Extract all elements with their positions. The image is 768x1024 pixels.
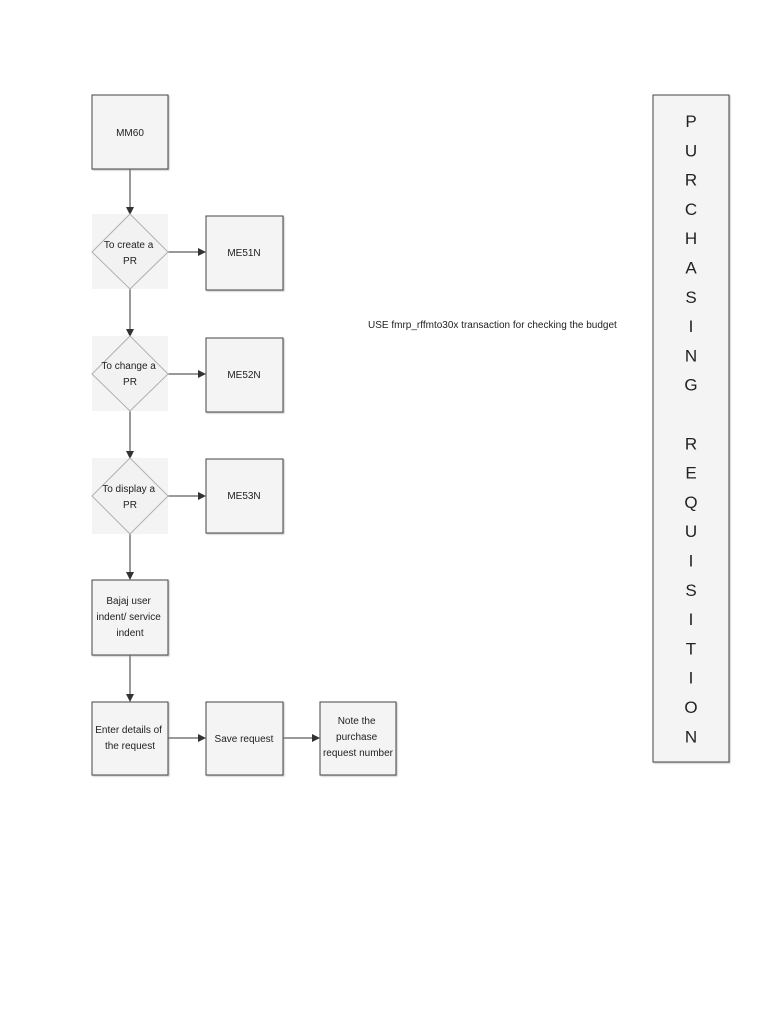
side-letter: S — [685, 581, 696, 600]
side-letter: P — [685, 112, 696, 131]
display-decision: To display a PR — [91, 457, 169, 535]
side-letter: I — [689, 317, 694, 336]
create-decision-label: To create a PR — [104, 240, 156, 267]
side-letter: U — [685, 522, 697, 541]
display-line-1: To display a — [102, 484, 155, 495]
side-letter: I — [689, 669, 694, 688]
me53n-label: ME53N — [227, 491, 260, 502]
bajaj-line-2: indent/ service — [96, 612, 161, 623]
note-number-box: Note the purchase request number — [319, 701, 397, 776]
side-letter: N — [685, 727, 697, 746]
side-letter: T — [686, 639, 696, 658]
change-line-2: PR — [123, 377, 137, 388]
side-letter: S — [685, 288, 696, 307]
side-letter: G — [684, 376, 697, 395]
bajaj-indent-label: Bajaj user indent/ service indent — [96, 596, 163, 639]
change-decision-label: To change a PR — [101, 361, 158, 388]
note-line-1: Note the — [338, 716, 376, 727]
save-request-label: Save request — [215, 734, 274, 745]
change-line-1: To change a — [101, 361, 156, 372]
mm60-box: MM60 — [91, 94, 169, 170]
side-letter: C — [685, 200, 697, 219]
enter-details-box: Enter details of the request — [91, 701, 169, 776]
display-line-2: PR — [123, 500, 137, 511]
me52n-line-1: ME52N — [227, 370, 260, 381]
me52n-box: ME52N — [205, 337, 284, 413]
budget-check-note: USE fmrp_rffmto30x transaction for check… — [368, 320, 617, 331]
enter-line-2: the request — [105, 741, 155, 752]
mm60-label: MM60 — [116, 128, 144, 139]
me53n-line-1: ME53N — [227, 491, 260, 502]
save-request-box: Save request — [205, 701, 284, 776]
connectors — [126, 169, 320, 742]
enter-details-label: Enter details of the request — [95, 725, 165, 752]
me51n-line-1: ME51N — [227, 248, 260, 259]
side-letter: H — [685, 229, 697, 248]
display-decision-label: To display a PR — [102, 484, 158, 511]
create-line-2: PR — [123, 256, 137, 267]
side-letter: O — [684, 698, 697, 717]
change-decision: To change a PR — [91, 335, 169, 412]
me52n-label: ME52N — [227, 370, 260, 381]
side-letter: I — [689, 552, 694, 571]
note-line-2: purchase — [336, 732, 378, 743]
side-letter: R — [685, 434, 697, 453]
note-line-3: request number — [323, 748, 394, 759]
side-letter: Q — [684, 493, 697, 512]
side-letter: I — [689, 610, 694, 629]
bajaj-line-3: indent — [116, 628, 143, 639]
mm60-line-1: MM60 — [116, 128, 144, 139]
side-letter: E — [685, 464, 696, 483]
me51n-box: ME51N — [205, 215, 284, 291]
bajaj-indent-box: Bajaj user indent/ service indent — [91, 579, 169, 656]
me51n-label: ME51N — [227, 248, 260, 259]
create-decision: To create a PR — [91, 213, 169, 290]
save-line-1: Save request — [215, 734, 274, 745]
create-line-1: To create a — [104, 240, 154, 251]
note-number-label: Note the purchase request number — [323, 716, 394, 759]
bajaj-line-1: Bajaj user — [106, 596, 151, 607]
side-letter: R — [685, 171, 697, 190]
side-letter: U — [685, 141, 697, 160]
enter-line-1: Enter details of — [95, 725, 162, 736]
side-letter: A — [685, 259, 697, 278]
side-letter: N — [685, 346, 697, 365]
me53n-box: ME53N — [205, 458, 284, 534]
